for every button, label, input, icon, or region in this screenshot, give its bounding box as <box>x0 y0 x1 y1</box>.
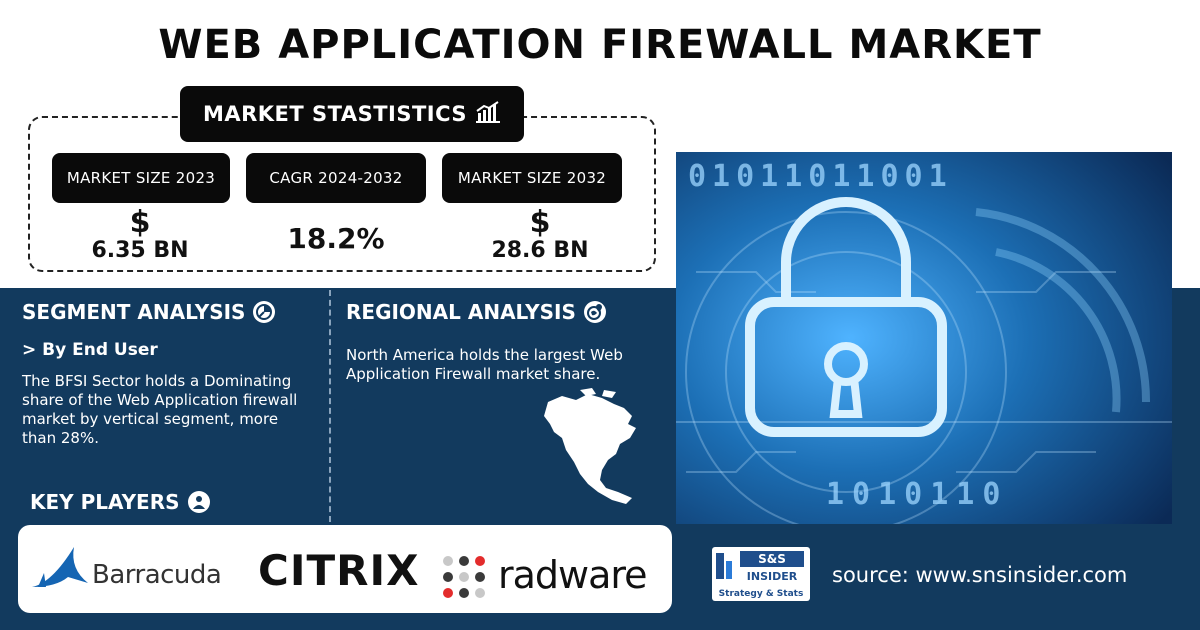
radware-logo-text: radware <box>498 553 648 597</box>
regional-analysis-label: REGIONAL ANALYSIS <box>346 300 576 324</box>
stat-value-2023: 6.35 BN <box>91 238 189 263</box>
stat-currency-2032: $ <box>529 205 551 240</box>
segment-text: The BFSI Sector holds a Dominating share… <box>22 372 298 447</box>
padlock-circuit-icon: 01011011001 1010110 <box>676 152 1172 524</box>
regional-text: North America holds the largest Web Appl… <box>346 346 623 383</box>
panel-divider <box>329 290 331 522</box>
sns-line3: Strategy & Stats <box>719 589 804 599</box>
market-statistics-header: MARKET STASTISTICS <box>180 86 524 142</box>
stat-pill-cagr: CAGR 2024-2032 <box>246 153 426 203</box>
stat-value-cagr: 18.2% <box>287 222 385 255</box>
key-players-title: KEY PLAYERS <box>30 490 210 514</box>
sns-line1: S&S <box>758 552 786 566</box>
stat-pill-market-size-2023: MARKET SIZE 2023 <box>52 153 230 203</box>
stat-value-2032: 28.6 BN <box>491 238 589 263</box>
barracuda-logo-text: Barracuda <box>92 560 222 590</box>
globe-pin-icon <box>583 301 606 323</box>
binary-top-text: 01011011001 <box>688 159 953 194</box>
growth-chart-icon <box>475 100 501 129</box>
page-title: WEB APPLICATION FIREWALL MARKET <box>158 22 1042 68</box>
segment-subtitle: > By End User <box>22 340 158 360</box>
stat-pill-market-size-2032: MARKET SIZE 2032 <box>442 153 622 203</box>
stat-currency-2023: $ <box>129 205 151 240</box>
key-players-label: KEY PLAYERS <box>30 490 180 514</box>
market-statistics-label: MARKET STASTISTICS <box>202 102 468 126</box>
sns-line2: INSIDER <box>747 570 798 583</box>
key-players-logos-box <box>18 525 672 613</box>
source-text: source: www.snsinsider.com <box>832 563 1128 587</box>
segment-analysis-label: SEGMENT ANALYSIS <box>22 300 246 324</box>
citrix-logo-text: CITRIX <box>258 546 420 595</box>
north-america-map-icon <box>544 388 636 504</box>
binary-bottom-text: 1010110 <box>826 477 1008 512</box>
segment-analysis-title: SEGMENT ANALYSIS <box>22 300 276 324</box>
regional-analysis-title: REGIONAL ANALYSIS <box>346 300 606 324</box>
sns-insider-logo-icon: S&S INSIDER Strategy & Stats <box>712 547 810 601</box>
barracuda-logo-icon <box>32 547 88 587</box>
segment-chart-icon <box>253 301 276 323</box>
radware-dots-icon <box>443 556 485 598</box>
person-badge-icon <box>187 491 210 513</box>
